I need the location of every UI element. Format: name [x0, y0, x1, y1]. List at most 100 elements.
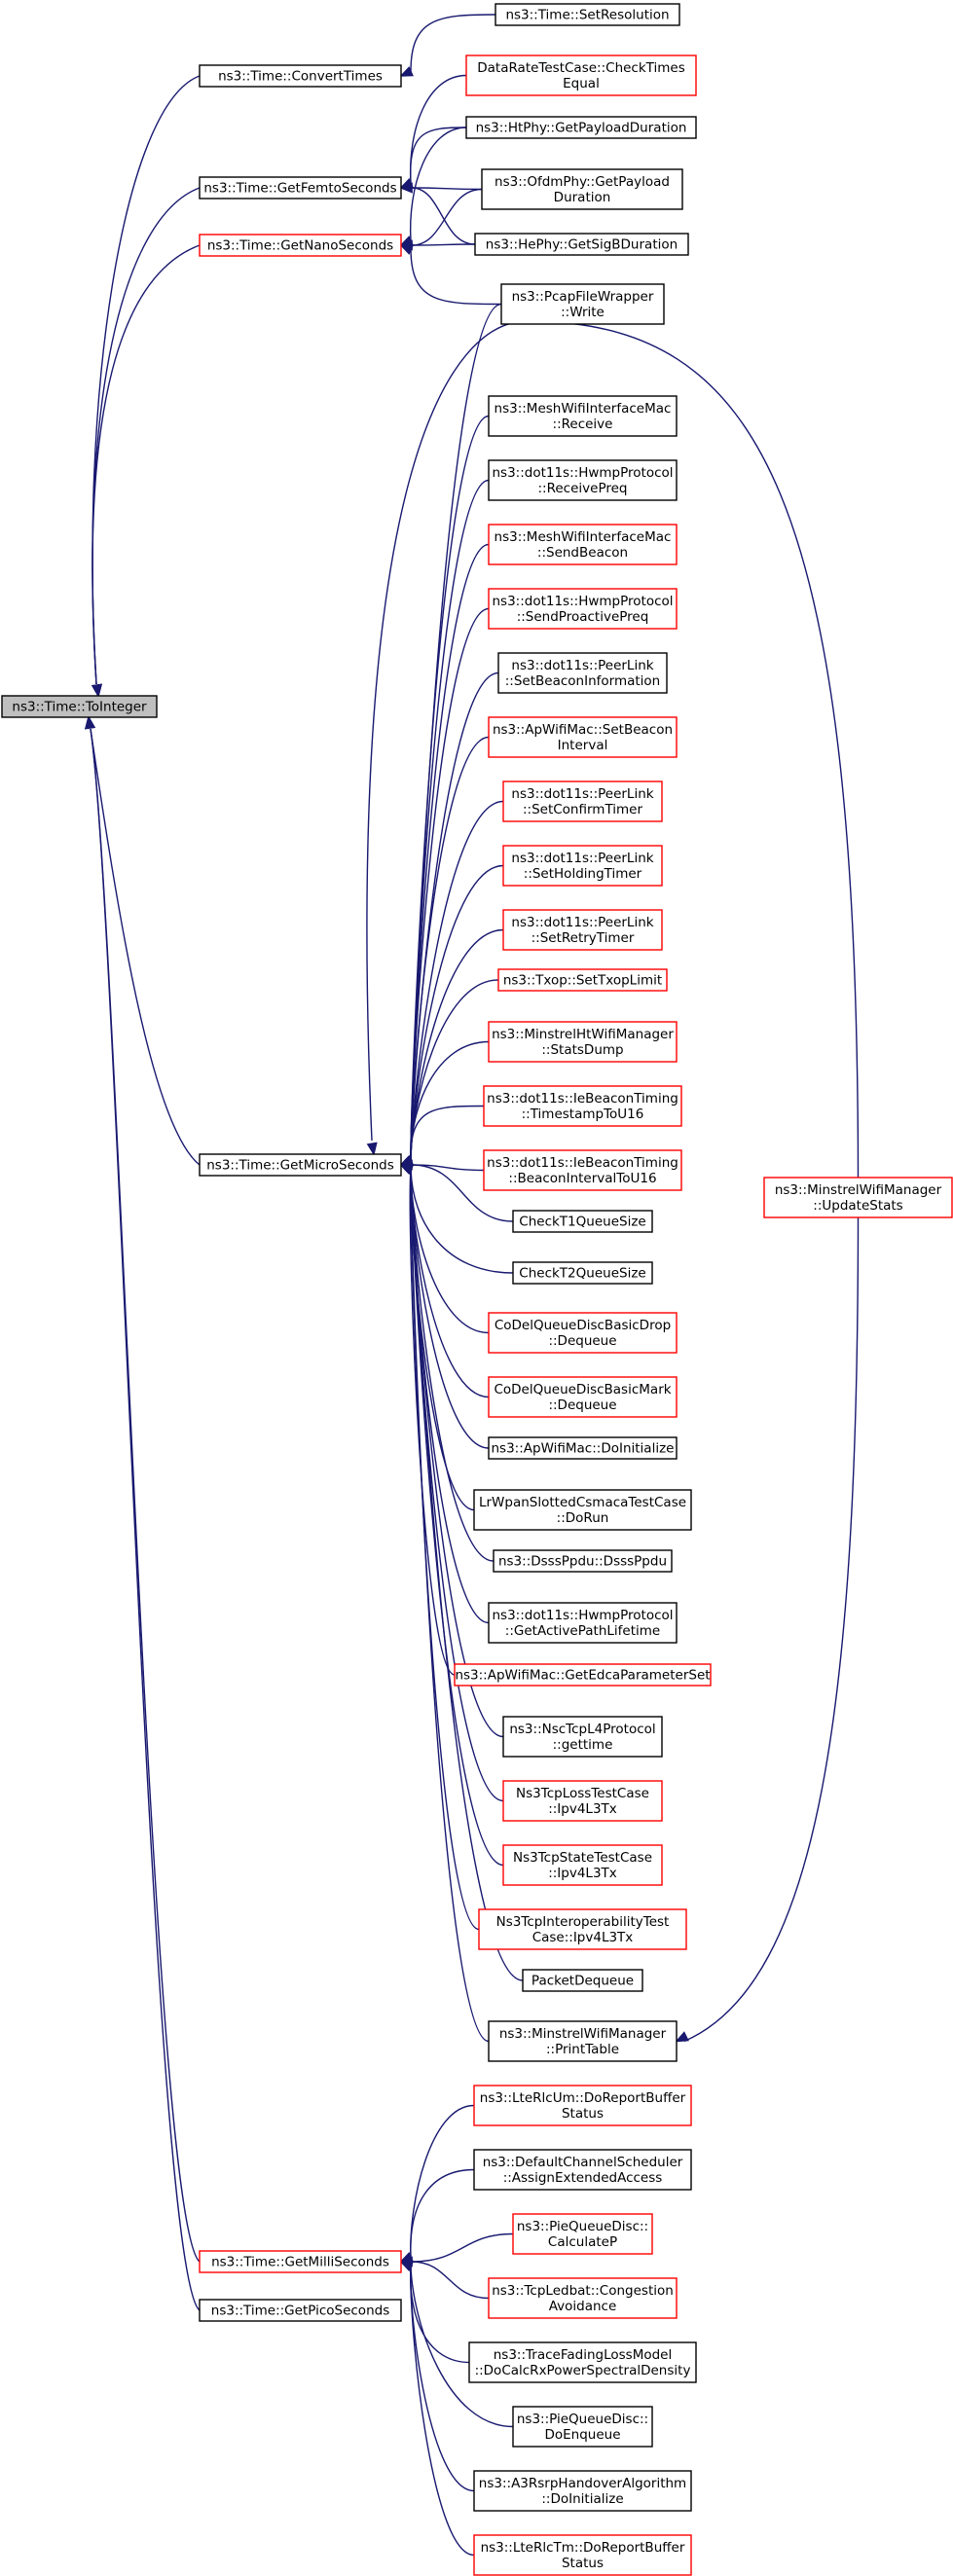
node-codel-mark[interactable]: CoDelQueueDiscBasicMark::Dequeue	[488, 1376, 678, 1418]
node-milli[interactable]: ns3::Time::GetMilliSeconds	[199, 2250, 402, 2273]
node-micro[interactable]: ns3::Time::GetMicroSeconds	[199, 1153, 402, 1177]
node-hwmp-rpreq[interactable]: ns3::dot11s::HwmpProtocol::ReceivePreq	[488, 459, 678, 501]
node-toint[interactable]: ns3::Time::ToInteger	[1, 695, 158, 718]
node-box	[473, 2534, 692, 2576]
node-pcap[interactable]: ns3::PcapFileWrapper::Write	[500, 283, 665, 325]
node-pl-srt[interactable]: ns3::dot11s::PeerLink::SetRetryTimer	[502, 909, 663, 951]
node-box	[488, 395, 678, 437]
node-box	[199, 176, 402, 200]
node-hwmp-gapl[interactable]: ns3::dot11s::HwmpProtocol::GetActivePath…	[488, 1602, 678, 1644]
edge-toint-micro	[85, 715, 201, 1166]
node-htphy[interactable]: ns3::HtPhy::GetPayloadDuration	[465, 116, 697, 139]
edge-mwm-pt-mwm-us	[675, 1216, 860, 2043]
node-label: ns3::Time::SetResolution	[505, 8, 669, 23]
node-iebt-bi[interactable]: ns3::dot11s::IeBeaconTiming::BeaconInter…	[483, 1149, 682, 1191]
edge-line	[410, 14, 496, 73]
node-hwmp-spp[interactable]: ns3::dot11s::HwmpProtocol::SendProactive…	[488, 588, 678, 630]
node-label: ns3::dot11s::HwmpProtocol	[492, 1608, 673, 1623]
node-box	[488, 588, 678, 630]
node-box	[488, 1312, 678, 1354]
node-label: ::SetRetryTimer	[531, 930, 635, 946]
node-box	[488, 1602, 678, 1644]
node-pie-enq[interactable]: ns3::PieQueueDisc::DoEnqueue	[512, 2406, 653, 2448]
node-mhwm-sd[interactable]: ns3::MinstrelHtWifiManager::StatsDump	[488, 1021, 678, 1063]
node-trace[interactable]: ns3::TraceFadingLossModel::DoCalcRxPower…	[468, 2341, 697, 2383]
node-a3rsrp[interactable]: ns3::A3RsrpHandoverAlgorithm::DoInitiali…	[473, 2470, 692, 2512]
node-tcploss[interactable]: Ns3TcpLossTestCase::Ipv4L3Tx	[502, 1780, 663, 1822]
call-edges	[85, 14, 860, 2557]
node-box	[502, 1780, 663, 1822]
node-label: ns3::dot11s::PeerLink	[511, 658, 653, 673]
edge-femto-htphy	[399, 127, 467, 189]
edge-line	[411, 2261, 490, 2300]
edge-line	[92, 187, 201, 685]
node-dsss[interactable]: ns3::DsssPpdu::DsssPpdu	[493, 1549, 673, 1573]
edge-line	[410, 736, 490, 1162]
node-ct1[interactable]: CheckT1QueueSize	[512, 1210, 653, 1233]
node-box	[522, 1969, 643, 1992]
node-label: ns3::dot11s::HwmpProtocol	[492, 594, 673, 609]
node-label: CheckT1QueueSize	[519, 1215, 645, 1230]
node-label: ns3::MinstrelHtWifiManager	[492, 1027, 674, 1042]
edge-arrowhead	[366, 1142, 378, 1156]
node-pico[interactable]: ns3::Time::GetPicoSeconds	[199, 2299, 402, 2322]
node-nsc[interactable]: ns3::NscTcpL4Protocol::gettime	[502, 1716, 663, 1758]
node-pktdeq[interactable]: PacketDequeue	[522, 1969, 643, 1992]
node-ct2[interactable]: CheckT2QueueSize	[512, 1261, 653, 1285]
node-ap-doinit[interactable]: ns3::ApWifiMac::DoInitialize	[488, 1436, 678, 1460]
node-label: ns3::DefaultChannelScheduler	[483, 2155, 683, 2170]
node-pl-sct[interactable]: ns3::dot11s::PeerLink::SetConfirmTimer	[502, 780, 663, 822]
node-label: ns3::dot11s::HwmpProtocol	[492, 465, 673, 481]
edge-line	[410, 1168, 490, 2043]
node-setres[interactable]: ns3::Time::SetResolution	[495, 3, 680, 26]
node-mwim-recv[interactable]: ns3::MeshWifiInterfaceMac::Receive	[488, 395, 678, 437]
node-label: Status	[562, 2556, 604, 2571]
node-box	[512, 1210, 653, 1233]
node-tcpstate[interactable]: Ns3TcpStateTestCase::Ipv4L3Tx	[502, 1844, 663, 1886]
node-pl-sht[interactable]: ns3::dot11s::PeerLink::SetHoldingTimer	[502, 845, 663, 887]
node-iebt-ts[interactable]: ns3::dot11s::IeBeaconTiming::TimestampTo…	[483, 1085, 682, 1127]
node-pie-calc[interactable]: ns3::PieQueueDisc::CalculateP	[512, 2213, 653, 2255]
node-label: ns3::LteRlcTm::DoReportBuffer	[481, 2540, 685, 2556]
node-codel-drop[interactable]: CoDelQueueDiscBasicDrop::Dequeue	[488, 1312, 678, 1354]
node-box	[512, 2213, 653, 2255]
edge-line	[411, 187, 483, 191]
edge-line	[411, 1164, 514, 1222]
node-label: Avoidance	[549, 2299, 617, 2314]
node-box	[488, 1021, 678, 1063]
node-box	[488, 2277, 678, 2319]
node-nano[interactable]: ns3::Time::GetNanoSeconds	[199, 234, 402, 257]
edge-line	[90, 728, 201, 2311]
node-mwm-pt[interactable]: ns3::MinstrelWifiManager::PrintTable	[488, 2020, 678, 2062]
node-hephy[interactable]: ns3::HePhy::GetSigBDuration	[474, 233, 689, 256]
node-pl-sbi[interactable]: ns3::dot11s::PeerLink::SetBeaconInformat…	[497, 652, 668, 694]
node-femto[interactable]: ns3::Time::GetFemtoSeconds	[199, 176, 402, 200]
edge-line	[410, 2265, 475, 2492]
node-ofdm[interactable]: ns3::OfdmPhy::GetPayloadDuration	[481, 168, 683, 210]
node-label: ns3::Time::ConvertTimes	[218, 69, 383, 85]
edge-line	[410, 2265, 514, 2428]
node-label: ns3::Time::GetMicroSeconds	[206, 1158, 394, 1174]
node-box	[478, 1908, 687, 1950]
node-convert[interactable]: ns3::Time::ConvertTimes	[199, 64, 402, 88]
node-txop[interactable]: ns3::Txop::SetTxopLimit	[497, 968, 668, 992]
node-box	[1, 695, 158, 718]
node-mwim-sb[interactable]: ns3::MeshWifiInterfaceMac::SendBeacon	[488, 524, 678, 565]
node-label: ::UpdateStats	[813, 1198, 902, 1214]
edge-arrowhead	[399, 2261, 414, 2271]
node-ap-gedca[interactable]: ns3::ApWifiMac::GetEdcaParameterSet	[454, 1663, 712, 1687]
node-mwm-us[interactable]: ns3::MinstrelWifiManager::UpdateStats	[763, 1177, 953, 1218]
edge-arrowhead	[399, 244, 414, 255]
node-box	[474, 233, 689, 256]
edge-arrowhead	[675, 2031, 689, 2043]
edge-line	[92, 244, 201, 685]
node-lrwpan[interactable]: LrWpanSlottedCsmacaTestCase::DoRun	[473, 1489, 692, 1531]
node-label: ::Ipv4L3Tx	[548, 1866, 617, 1881]
node-dcs[interactable]: ns3::DefaultChannelScheduler::AssignExte…	[473, 2149, 692, 2191]
